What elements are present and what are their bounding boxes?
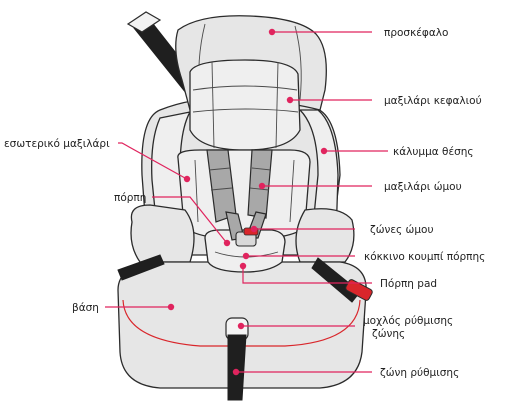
- dot-adjust-strap: [233, 369, 239, 375]
- label-headrest: προσκέφαλο: [384, 27, 448, 39]
- dot-head-cushion: [287, 97, 293, 103]
- label-shoulder-belts: ζώνες ώμου: [370, 224, 434, 236]
- adjust-strap-shape: [228, 335, 246, 400]
- label-adjust-lever-2: ζώνης: [372, 328, 405, 340]
- label-adjust-strap: ζώνη ρύθμισης: [380, 367, 459, 379]
- label-seat-cover: κάλυμμα θέσης: [393, 146, 474, 158]
- dot-seat-cover: [321, 148, 327, 154]
- dot-shoulder-pad: [259, 183, 265, 189]
- dot-adjust-lever: [238, 323, 244, 329]
- label-shoulder-pad: μαξιλάρι ώμου: [384, 181, 462, 193]
- dot-red-button: [243, 253, 249, 259]
- label-red-buckle-button: κόκκινο κουμπί πόρπης: [364, 251, 485, 263]
- label-inner-cushion: εσωτερικό μαξιλάρι: [4, 138, 110, 150]
- label-adjust-lever-1: μοχλός ρύθμισης: [363, 315, 453, 327]
- dot-buckle: [224, 240, 230, 246]
- label-buckle: πόρπη: [114, 192, 146, 204]
- dot-base: [168, 304, 174, 310]
- dot-buckle-pad: [240, 263, 246, 269]
- label-base: βάση: [72, 302, 99, 314]
- right-bolster: [296, 209, 354, 262]
- inner-cushion-shape: [178, 150, 310, 240]
- left-bolster: [131, 205, 194, 262]
- label-buckle-pad: Πόρπη pad: [380, 278, 437, 290]
- label-head-cushion: μαξιλάρι κεφαλιού: [384, 95, 482, 107]
- dot-headrest: [269, 29, 275, 35]
- head-cushion-shape: [190, 60, 300, 150]
- dot-shoulder-belts: [251, 226, 257, 232]
- dot-inner-cushion: [184, 176, 190, 182]
- car-seat-illustration: [118, 12, 373, 400]
